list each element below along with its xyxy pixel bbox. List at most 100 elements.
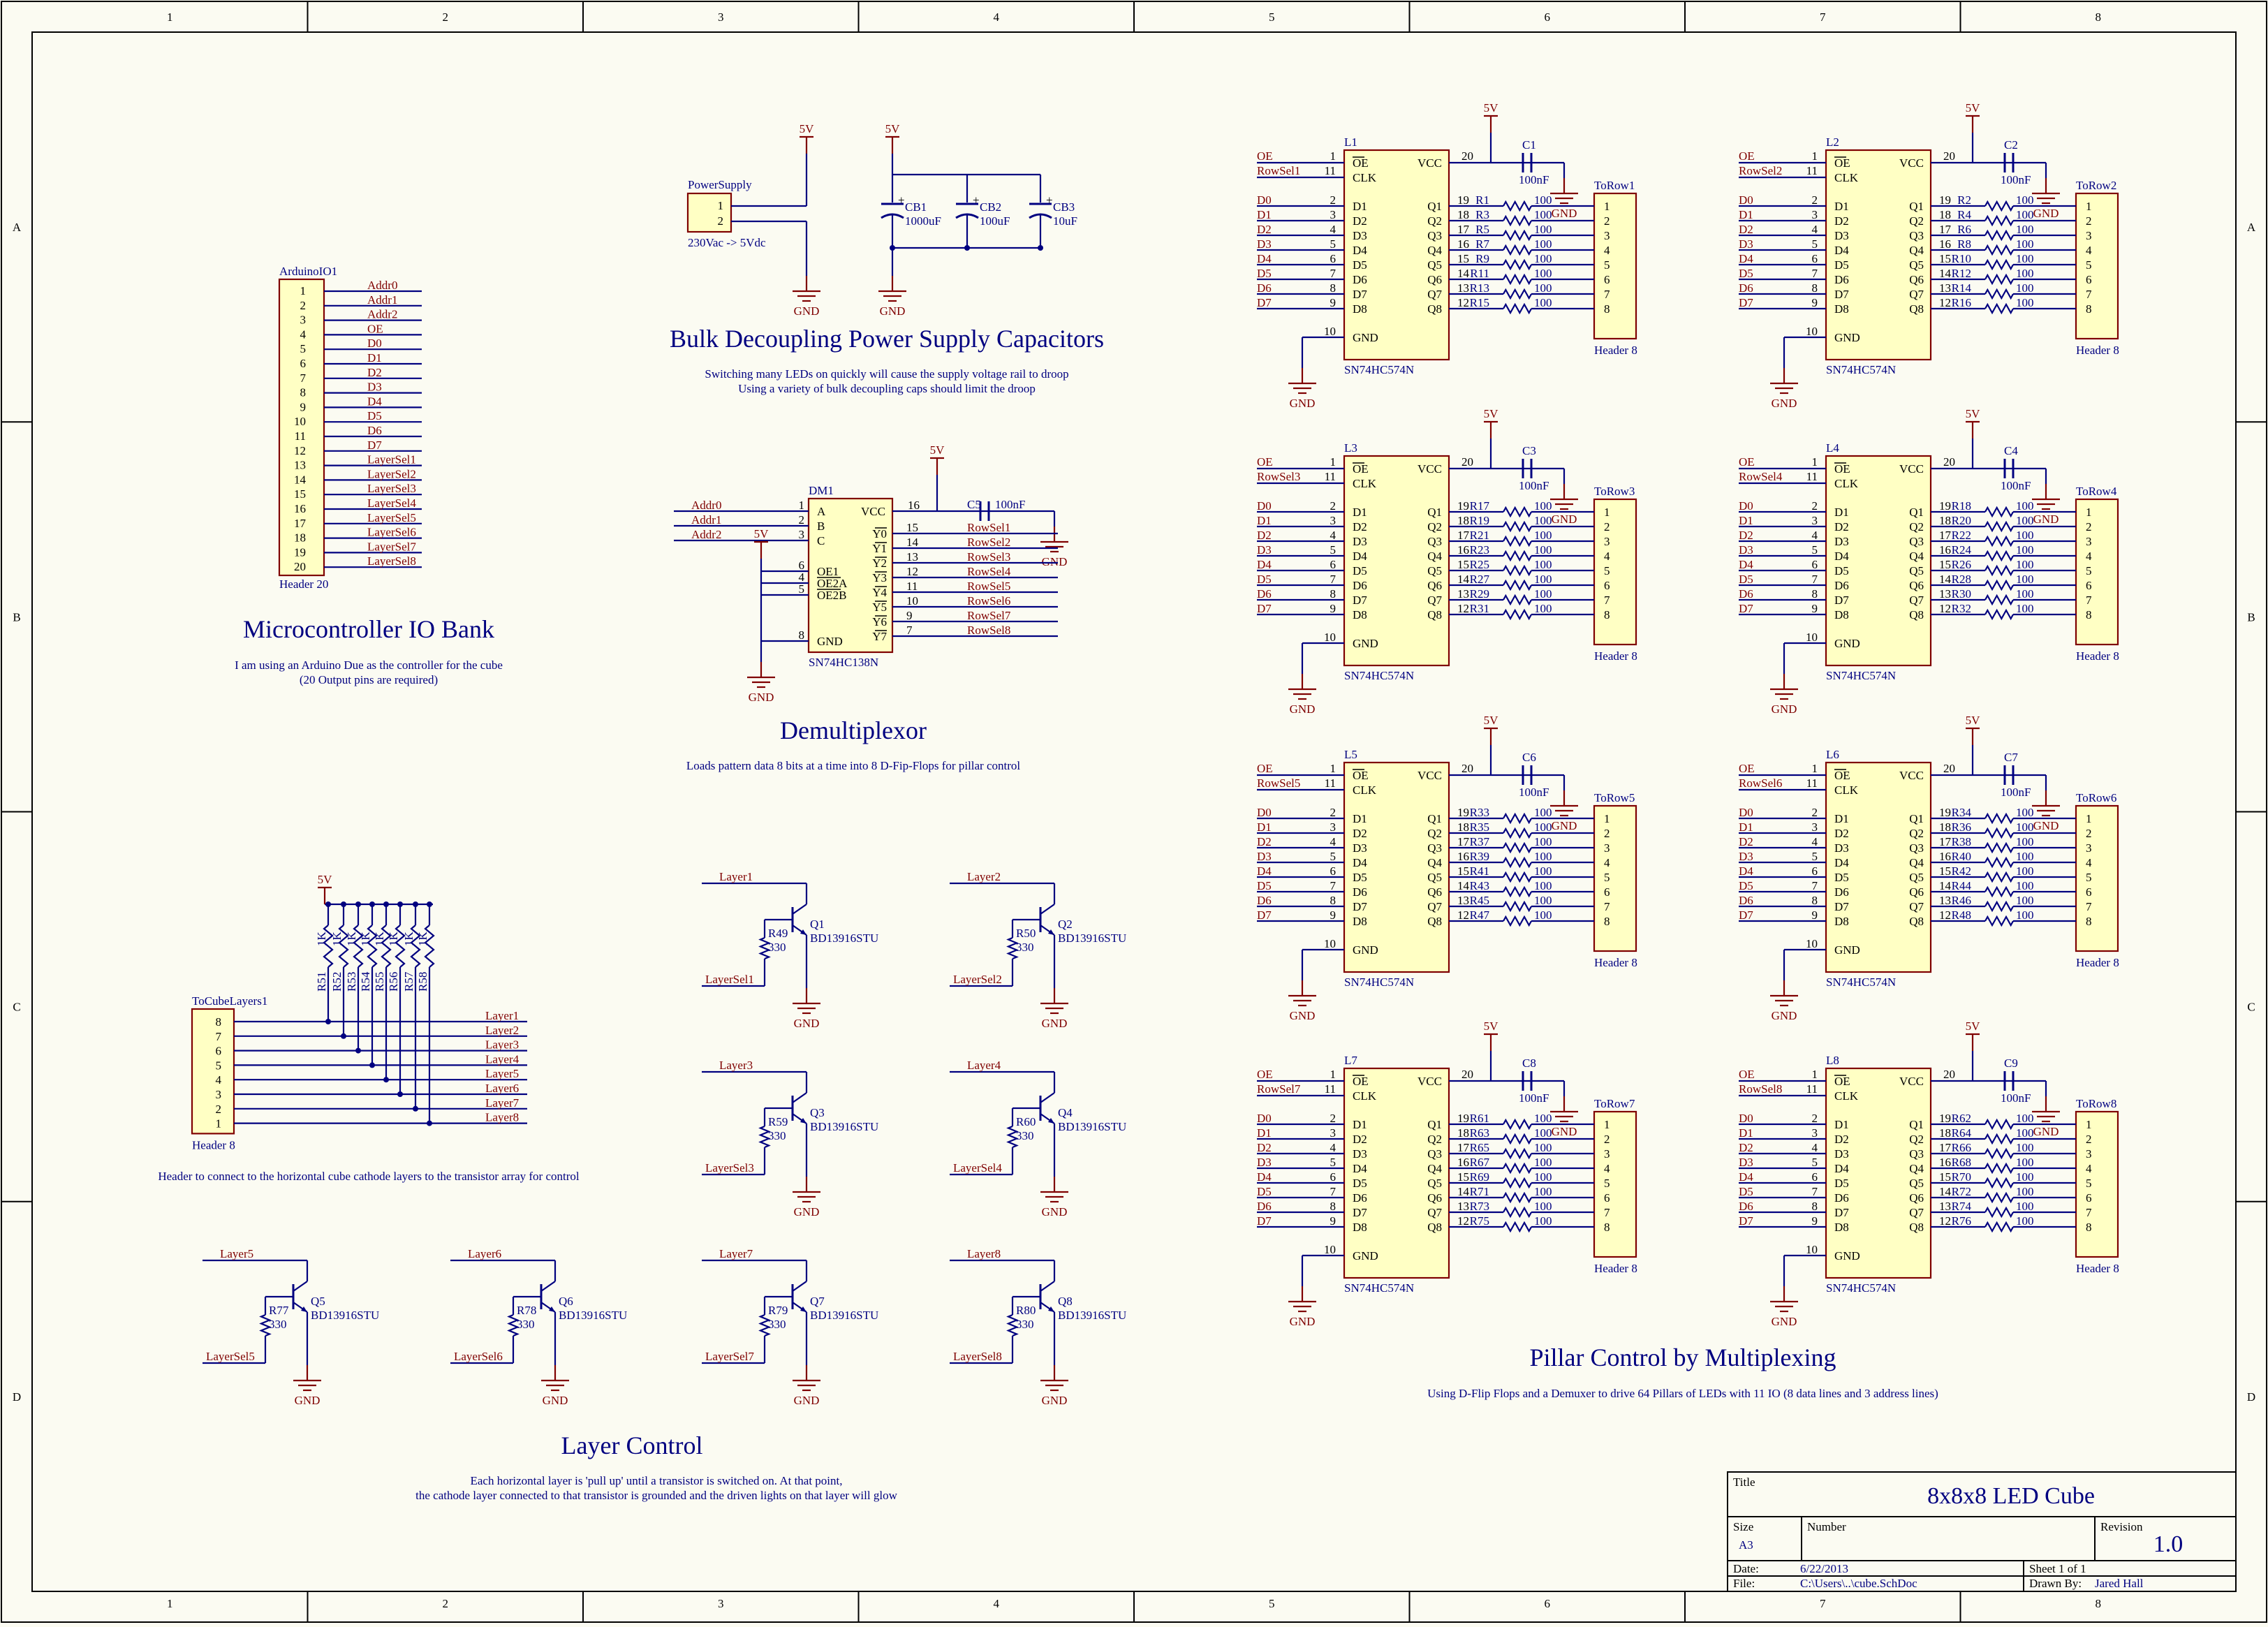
arduino-pin-number: 17 [294,517,307,530]
demux-cap-value: 100nF [995,498,1025,511]
latch-pin-label: Q1 [1909,1118,1924,1131]
latch-clk-net: RowSel2 [1739,164,1782,177]
demux-pin-number: 15 [906,521,918,534]
series-resistor-value: 100 [1534,1200,1552,1213]
latch-pin-number: 10 [1324,937,1336,950]
latch-oe-net: OE [1257,149,1273,163]
resistor-zigzag [1503,871,1532,883]
transistor-arrow [301,1306,307,1312]
ground-label: GND [880,304,906,318]
resistor-zigzag [1984,214,2014,227]
latch-pin-number: 14 [1457,879,1470,892]
latch-cap-ref: C1 [1522,138,1536,152]
latch-pin-label: Q7 [1909,1206,1924,1219]
latch-cap-value: 100nF [1519,173,1549,186]
series-resistor-value: 100 [1534,543,1552,557]
series-resistor-ref: R45 [1470,894,1489,907]
power-note-1: Switching many LEDs on quickly will caus… [705,367,1068,381]
latch-pin-number: 1 [1812,1068,1818,1081]
latch-d-net: D5 [1739,879,1753,892]
latch-pin-label: D8 [1353,1221,1367,1234]
latch-pin-number: 15 [1457,864,1469,878]
latch-pin-number: 8 [1812,281,1818,295]
series-resistor-value: 100 [1534,835,1552,848]
pillar-title: Pillar Control by Multiplexing [1530,1343,1836,1371]
latch-cap-ref: C9 [2004,1057,2018,1070]
latch-pin-label: D2 [1834,827,1849,840]
transistor-arrow [1048,1118,1054,1124]
resistor-zigzag [1503,244,1532,256]
power-label: 5V [318,873,333,886]
series-resistor-value: 100 [2016,1200,2034,1213]
latch-cap-ref: C4 [2004,444,2018,457]
arduino-pin-number: 12 [294,444,306,457]
latch-pin-number: 10 [1806,1243,1818,1256]
ground-symbol: GND [1040,527,1068,568]
transistor-part: BD13916STU [1058,932,1126,945]
latch-pin-label: GND [1834,331,1860,344]
mcu-title: Microcontroller IO Bank [243,615,494,643]
latch-pin-number: 4 [1812,223,1818,236]
latch-clk-net: RowSel5 [1257,776,1300,790]
series-resistor-ref: R28 [1952,573,1971,586]
ground-symbol: GND [1770,980,1798,1022]
transistor-collector [1040,1281,1055,1292]
transistor-arrow [800,929,807,935]
latch-d-net: D5 [1257,267,1272,280]
demux-pin-label: OE2B [817,589,847,602]
series-resistor-value: 100 [1534,908,1552,922]
demux-section: Demultiplexor Loads pattern data 8 bits … [686,716,1021,772]
row-header-pin: 2 [2086,827,2092,840]
series-resistor-ref: R2 [1957,193,1971,207]
zone-row-left: D [13,1390,21,1404]
demux-cap-ref: C5 [967,498,981,511]
latch-part: SN74HC574N [1826,363,1896,376]
pullup-ref: R52 [330,972,344,992]
series-resistor-ref: R24 [1952,543,1972,557]
title-block: Title 8x8x8 LED Cube Size A3 Number Revi… [1727,1471,2237,1592]
layers-header-body [191,1008,235,1135]
row-header-pin: 4 [2086,550,2092,563]
latch-pin-label: Q7 [1909,594,1924,607]
row-header-ref: ToRow4 [2076,485,2117,498]
latch-d-net: D1 [1257,820,1272,834]
latch-pin-label: GND [1353,637,1378,650]
resistor-zigzag [507,1313,520,1337]
resistor-zigzag [1984,1177,2014,1189]
row-header-pin: 2 [1604,827,1610,840]
latch-pin-label: Q4 [1909,1162,1924,1175]
latch-d-net: D5 [1739,573,1753,586]
latch-pin-number: 19 [1457,1112,1469,1125]
arduino-pin-number: 9 [300,400,307,413]
latch-pin-label: D6 [1834,273,1849,286]
demux-pin-label: B [817,520,825,533]
latch-pin-number: 13 [1457,894,1469,907]
series-resistor-value: 100 [1534,850,1552,863]
latch-pin-number: 15 [1939,864,1951,878]
demux-pin-label: Y4 [872,586,887,599]
latch-pin-label: Q6 [1909,1191,1924,1205]
arduino-pin-number: 5 [300,342,307,355]
latch-pin-label: D4 [1834,856,1849,869]
series-resistor-ref: R18 [1952,499,1971,513]
power-symbol-5v: 5V [1484,714,1498,745]
latch-pin-number: 13 [1939,587,1951,601]
power-note-2: Using a variety of bulk decoupling caps … [738,382,1036,395]
latch-pin-number: 1 [1330,455,1336,469]
series-resistor-value: 100 [1534,223,1552,236]
revision-value: 1.0 [2153,1531,2184,1557]
transistor-collector [1040,904,1055,915]
latch-pin-label: Q5 [1427,564,1442,577]
latch-pin-label: Q7 [1427,900,1442,913]
resistor-zigzag [1984,885,2014,898]
mcu-note-2: (20 Output pins are required) [300,673,438,686]
pullup-ref: R55 [373,972,386,992]
latch-oe-net: OE [1257,762,1273,775]
series-resistor-ref: R3 [1475,208,1489,221]
base-resistor-ref: R80 [1016,1304,1036,1317]
layer-net-label: Layer5 [485,1067,519,1080]
